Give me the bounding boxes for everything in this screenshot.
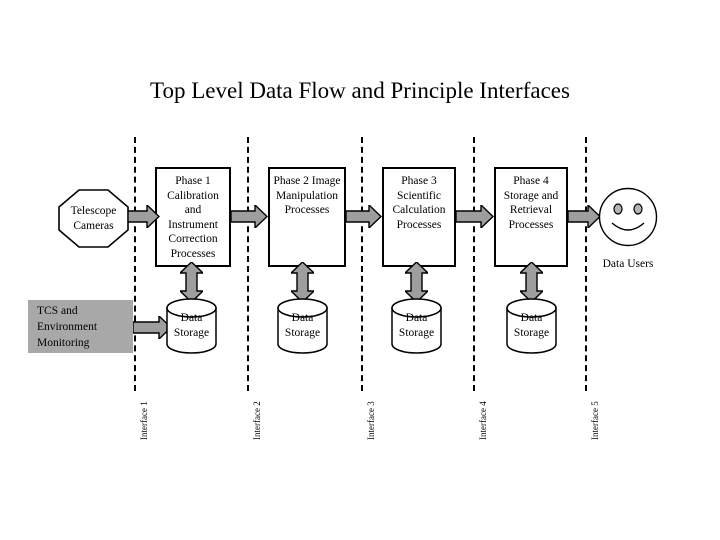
smiley-face-icon (598, 187, 658, 247)
interface-label-3: Interface 3 (366, 401, 376, 440)
bidirectional-arrow-phase2-storage2 (291, 262, 314, 302)
interface-line-1 (134, 137, 136, 391)
cylinder-shape (166, 298, 217, 354)
data-users-label: Data Users (602, 258, 654, 270)
interface-line-4 (473, 137, 475, 391)
phase-4-box: Phase 4 Storage and Retrieval Processes (494, 167, 568, 267)
phase-1-label: Phase 1 Calibration and Instrument Corre… (167, 175, 219, 260)
interface-label-2: Interface 2 (252, 401, 262, 440)
data-storage-3-label: Data Storage (398, 312, 435, 339)
phase-3-label: Phase 3 Scientific Calculation Processes (392, 175, 446, 231)
cylinder-shape (391, 298, 442, 354)
telescope-cameras-node: Telescope Cameras (58, 189, 129, 248)
flow-arrow-cameras-to-phase1 (128, 205, 160, 228)
data-storage-1-label: Data Storage (173, 312, 210, 339)
interface-line-3 (361, 137, 363, 391)
phase-2-label: Phase 2 Image Manipulation Processes (273, 175, 341, 216)
bidirectional-arrow-phase4-storage4 (520, 262, 543, 302)
tcs-monitoring-label: TCS and Environment Monitoring (37, 304, 98, 349)
data-storage-4-label: Data Storage (513, 312, 550, 339)
interface-label-5: Interface 5 (590, 401, 600, 440)
cylinder-shape (506, 298, 557, 354)
flow-arrow-phase2-to-phase3 (346, 205, 382, 228)
data-storage-2: Data Storage (277, 298, 328, 354)
phase-2-box: Phase 2 Image Manipulation Processes (268, 167, 346, 267)
bidirectional-arrow-phase3-storage3 (405, 262, 428, 302)
data-storage-4: Data Storage (506, 298, 557, 354)
data-storage-3: Data Storage (391, 298, 442, 354)
interface-line-5 (585, 137, 587, 391)
data-storage-2-label: Data Storage (284, 312, 321, 339)
phase-4-label: Phase 4 Storage and Retrieval Processes (503, 175, 559, 231)
phase-3-box: Phase 3 Scientific Calculation Processes (382, 167, 456, 267)
flow-arrow-tcs-to-storage1 (133, 316, 172, 339)
interface-label-1: Interface 1 (139, 401, 149, 440)
interface-label-4: Interface 4 (478, 401, 488, 440)
flow-arrow-phase4-to-datausers (568, 205, 601, 228)
telescope-cameras-label: Telescope Cameras (70, 205, 117, 232)
phase-1-box: Phase 1 Calibration and Instrument Corre… (155, 167, 231, 267)
tcs-monitoring-box: TCS and Environment Monitoring (28, 300, 133, 353)
flow-arrow-phase1-to-phase2 (231, 205, 268, 228)
cylinder-shape (277, 298, 328, 354)
interface-line-2 (247, 137, 249, 391)
octagon-shape (58, 189, 129, 248)
flow-arrow-phase3-to-phase4 (456, 205, 494, 228)
data-storage-1: Data Storage (166, 298, 217, 354)
bidirectional-arrow-phase1-storage1 (180, 262, 203, 302)
page-title: Top Level Data Flow and Principle Interf… (150, 78, 570, 103)
